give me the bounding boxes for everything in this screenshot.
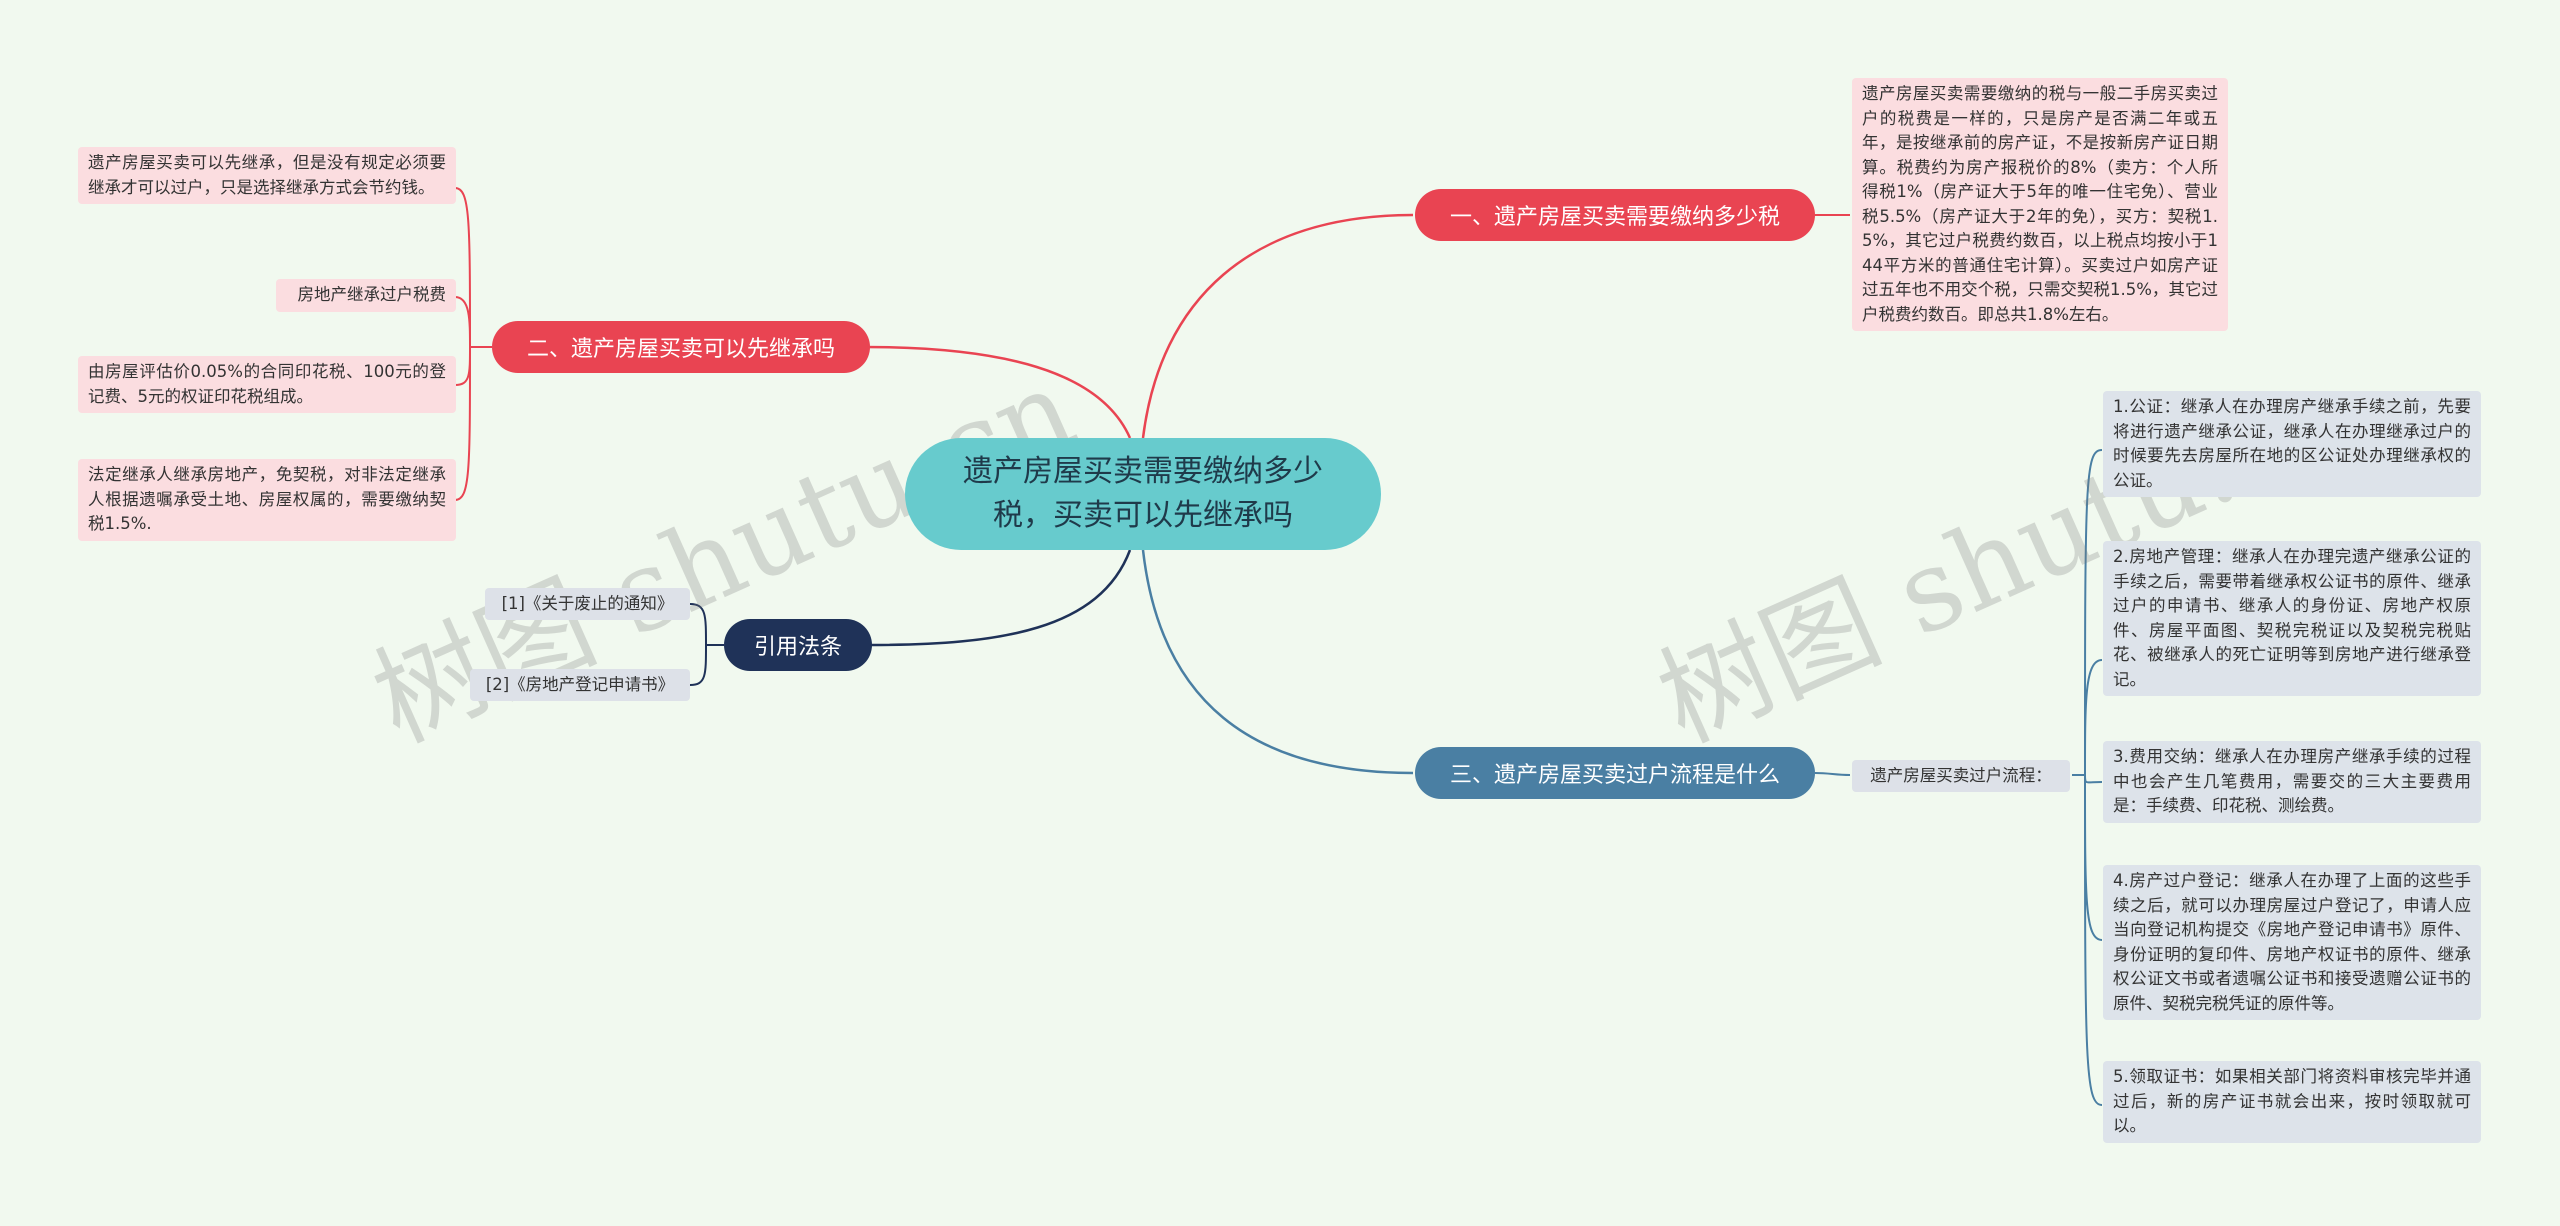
link-center-branch2 <box>863 345 1132 439</box>
branch-tax-amount[interactable]: 一、遗产房屋买卖需要缴纳多少税 <box>1415 189 1815 241</box>
inherit-note-4: 法定继承人继承房地产，免契税，对非法定继承人根据遗嘱承受土地、房屋权属的，需要缴… <box>78 459 456 541</box>
inherit-note-1: 遗产房屋买卖可以先继承，但是没有规定必须要继承才可以过户，只是选择继承方式会节约… <box>78 147 456 204</box>
link-branch3-sub <box>1814 772 1851 776</box>
link-center-citations <box>870 549 1132 647</box>
process-step-4: 4.房产过户登记：继承人在办理了上面的这些手续之后，就可以办理房屋过户登记了，申… <box>2103 865 2481 1020</box>
branch-transfer-process[interactable]: 三、遗产房屋买卖过户流程是什么 <box>1415 747 1815 799</box>
process-step-3: 3.费用交纳：继承人在办理房产继承手续的过程中也会产生几笔费用，需要交的三大主要… <box>2103 741 2481 823</box>
citation-1[interactable]: [1]《关于废止的通知》 <box>485 588 690 620</box>
central-topic[interactable]: 遗产房屋买卖需要缴纳多少税，买卖可以先继承吗 <box>905 438 1381 550</box>
branch-citations-label: 引用法条 <box>753 635 842 660</box>
citation-2[interactable]: [2]《房地产登记申请书》 <box>470 669 690 701</box>
central-topic-label: 遗产房屋买卖需要缴纳多少税，买卖可以先继承吗 <box>963 454 1323 533</box>
link-branch2-bracket <box>454 187 493 501</box>
link-sub-bracket <box>2072 449 2103 1106</box>
branch-transfer-process-label: 三、遗产房屋买卖过户流程是什么 <box>1449 763 1780 788</box>
link-center-branch1 <box>1141 213 1414 439</box>
link-center-branch3 <box>1141 549 1414 775</box>
branch-inherit-first[interactable]: 二、遗产房屋买卖可以先继承吗 <box>492 321 870 373</box>
transfer-process-heading: 遗产房屋买卖过户流程： <box>1852 760 2070 792</box>
inherit-note-3: 由房屋评估价0.05%的合同印花税、100元的登记费、5元的权证印花税组成。 <box>78 356 456 413</box>
branch-tax-amount-label: 一、遗产房屋买卖需要缴纳多少税 <box>1449 205 1780 230</box>
inherit-note-2: 房地产继承过户税费 <box>276 279 456 312</box>
process-step-5: 5.领取证书：如果相关部门将资料审核完毕并通过后，新的房产证书就会出来，按时领取… <box>2103 1061 2481 1143</box>
branch-inherit-first-label: 二、遗产房屋买卖可以先继承吗 <box>526 337 835 362</box>
process-step-1: 1.公证：继承人在办理房产继承手续之前，先要将进行遗产继承公证，继承人在办理继承… <box>2103 391 2481 497</box>
link-citations-bracket <box>689 603 724 686</box>
branch-citations[interactable]: 引用法条 <box>724 619 872 671</box>
process-step-2: 2.房地产管理：继承人在办理完遗产继承公证的手续之后，需要带着继承权公证书的原件… <box>2103 541 2481 696</box>
tax-detail-note: 遗产房屋买卖需要缴纳的税与一般二手房买卖过户的税费是一样的，只是房产是否满二年或… <box>1852 78 2228 331</box>
